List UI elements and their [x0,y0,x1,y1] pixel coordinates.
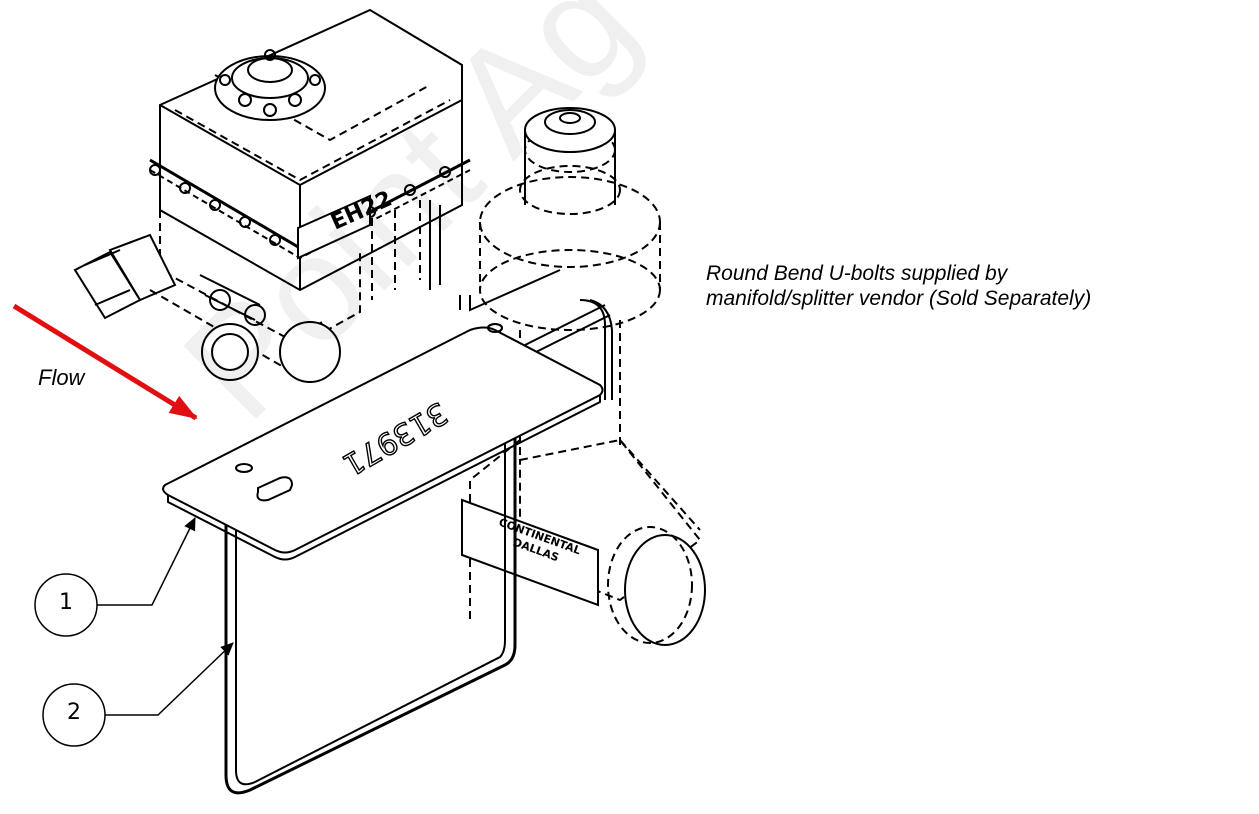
end-cap [607,526,706,646]
actuator [149,8,471,347]
flow-label: Flow [38,365,85,390]
body-label-tag [461,498,599,607]
splitter-top [524,107,616,205]
leader-line-1 [97,517,196,606]
note-line-1: Round Bend U-bolts supplied by [706,262,1008,285]
u-bolt-note: Round Bend U-bolts supplied by manifold/… [706,261,1091,311]
callout-2 [42,642,234,747]
mounting-plate [162,323,604,561]
valve-body [73,233,341,383]
note-line-2: manifold/splitter vendor (Sold Separatel… [706,287,1092,310]
callout-number-1: 1 [59,590,73,615]
callout-1 [34,517,196,637]
flow-arrow [12,303,198,421]
leader-line-2 [105,642,234,716]
callout-number-2: 2 [67,700,81,725]
